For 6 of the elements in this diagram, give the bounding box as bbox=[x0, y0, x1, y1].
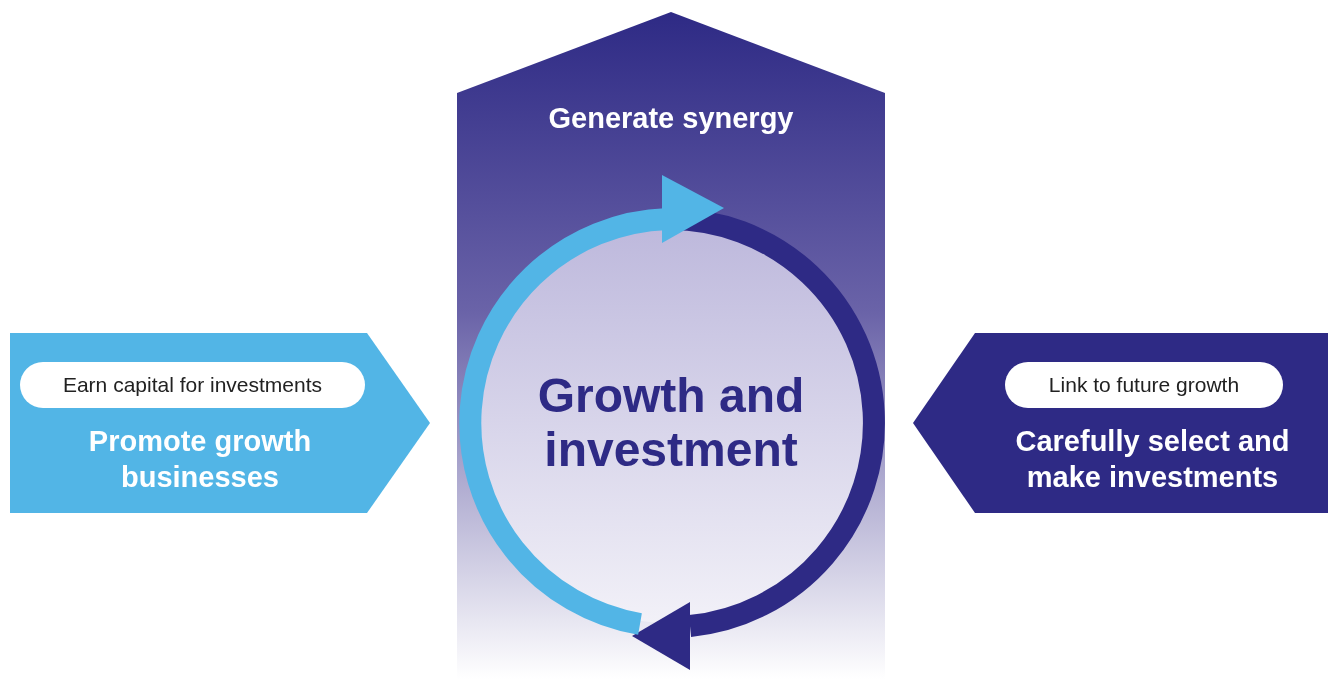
heading-text: Promote growth businesses bbox=[87, 424, 313, 495]
center-title: Growth and investment bbox=[536, 369, 806, 477]
heading-text: Generate synergy bbox=[547, 102, 795, 135]
pill-label: Link to future growth bbox=[1005, 362, 1283, 408]
pill-label: Earn capital for investments bbox=[20, 362, 365, 408]
heading-text: Carefully select and make investments bbox=[1014, 424, 1291, 495]
